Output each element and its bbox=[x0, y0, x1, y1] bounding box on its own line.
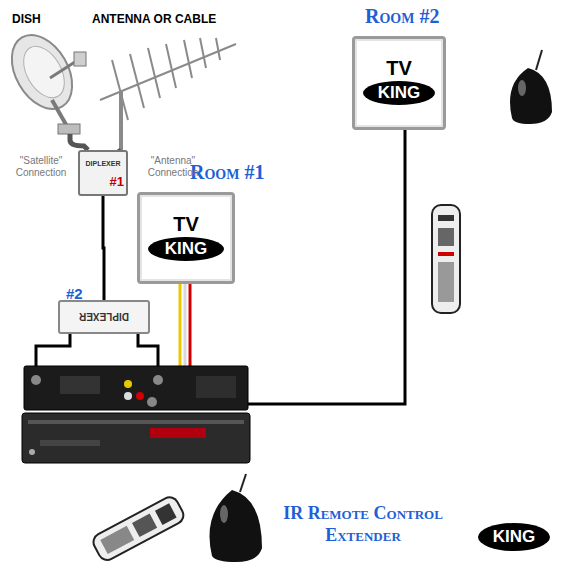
remote-button bbox=[438, 262, 454, 302]
heading-label: ANTENNA OR CABLE bbox=[92, 12, 216, 26]
remote-button bbox=[155, 503, 177, 525]
rca-audio-cable bbox=[184, 284, 187, 372]
tv-box: Room #1TVKING bbox=[137, 192, 235, 284]
room-heading: Room #1 bbox=[190, 161, 264, 184]
antenna-element bbox=[166, 44, 176, 88]
satellite-receiver bbox=[24, 366, 248, 410]
receiver-body bbox=[24, 366, 248, 410]
diplexer-label: DIPLEXER bbox=[80, 160, 126, 167]
dvr-body bbox=[22, 413, 250, 463]
ir-antenna bbox=[240, 474, 246, 492]
connection-label: "Antenna" Connection bbox=[142, 155, 204, 179]
antenna-element bbox=[130, 54, 144, 108]
ir-body bbox=[510, 68, 552, 124]
port-panel bbox=[60, 376, 100, 394]
room-heading: Room #2 bbox=[365, 5, 439, 28]
remote-button bbox=[100, 526, 134, 554]
ir-highlight bbox=[518, 80, 526, 96]
coax-cable bbox=[103, 196, 104, 300]
remote-control bbox=[432, 205, 460, 313]
ir-antenna bbox=[536, 50, 542, 70]
callout-number: #2 bbox=[66, 285, 83, 302]
rca-video-cable bbox=[179, 284, 182, 372]
rca-audio-cable bbox=[189, 284, 192, 372]
product-title: IR Remote Control Extender bbox=[268, 502, 458, 546]
ir-highlight bbox=[220, 505, 228, 523]
remote-button bbox=[438, 215, 454, 221]
tv-label: TV bbox=[140, 213, 232, 236]
brand-logo: KING bbox=[363, 81, 435, 105]
antenna-element bbox=[216, 38, 220, 60]
antenna-element bbox=[200, 38, 206, 68]
remote-button bbox=[438, 252, 454, 256]
dvr-display bbox=[150, 428, 206, 438]
connector bbox=[153, 375, 163, 385]
brand-logo: KING bbox=[478, 523, 550, 551]
ir-extender bbox=[210, 474, 263, 562]
connector bbox=[31, 375, 41, 385]
antenna-element bbox=[148, 48, 160, 98]
dish-base bbox=[58, 124, 80, 134]
brand-logo: KING bbox=[148, 237, 224, 261]
tv-label: TV bbox=[355, 57, 443, 80]
satellite-dish bbox=[0, 24, 86, 134]
dish-inner bbox=[15, 39, 72, 104]
remote-body bbox=[90, 494, 186, 563]
dvr-button bbox=[29, 449, 35, 455]
callout-number: #1 bbox=[110, 174, 124, 189]
connector bbox=[147, 397, 157, 407]
antenna-mast bbox=[119, 92, 123, 150]
tv-antenna bbox=[100, 38, 236, 150]
port-panel bbox=[196, 376, 236, 398]
connector bbox=[136, 392, 144, 400]
ir-body bbox=[210, 490, 263, 562]
diplexer-box: #2DIPLEXER bbox=[58, 300, 150, 334]
brand-text: KING bbox=[478, 527, 550, 547]
satellite-cable bbox=[70, 134, 88, 150]
connector bbox=[124, 392, 132, 400]
remote-body bbox=[432, 205, 460, 313]
connector bbox=[124, 380, 132, 388]
lnb bbox=[74, 52, 86, 66]
tv-box: Room #2TVKING bbox=[352, 36, 446, 130]
remote-button bbox=[438, 228, 454, 246]
diplexer-box: DIPLEXER #1 bbox=[78, 150, 128, 196]
remote-control bbox=[90, 494, 186, 563]
dish-reflector bbox=[0, 24, 85, 119]
heading-label: DISH bbox=[12, 12, 41, 26]
diplexer-label: DIPLEXER bbox=[60, 311, 148, 322]
remote-button bbox=[132, 514, 157, 538]
connection-label: "Satellite" Connection bbox=[10, 155, 72, 179]
dvr-slot bbox=[40, 440, 100, 446]
ir-extender bbox=[510, 50, 552, 124]
antenna-element bbox=[184, 40, 192, 78]
dvr-unit bbox=[22, 413, 250, 463]
dvr-trim bbox=[28, 420, 244, 424]
